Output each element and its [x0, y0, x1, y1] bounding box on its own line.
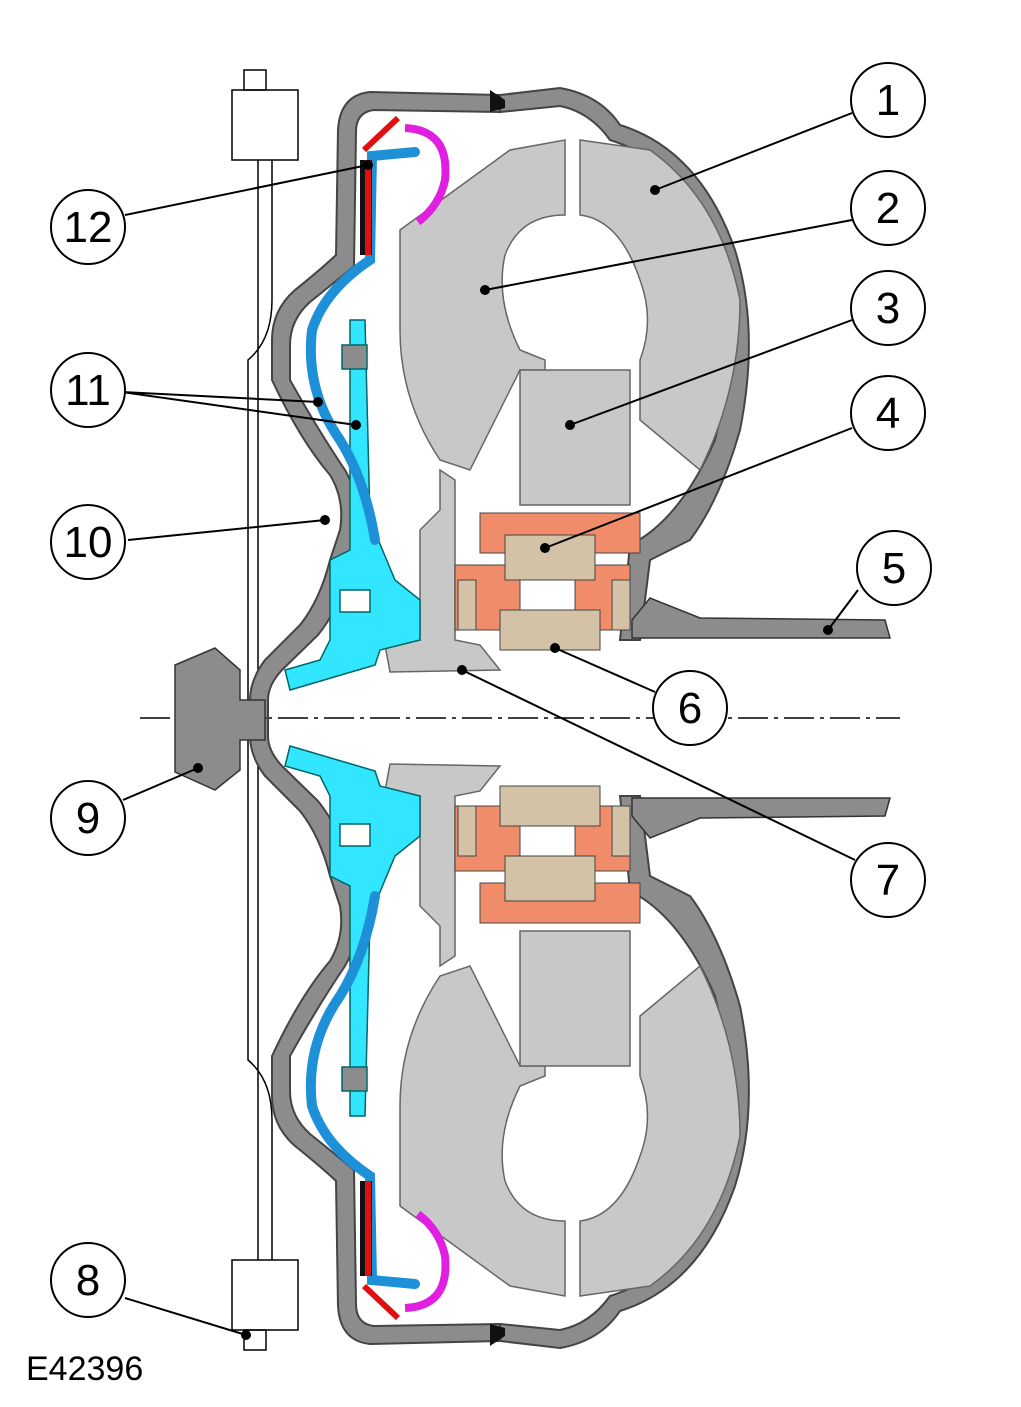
callout-4: 4	[850, 375, 926, 451]
callout-5: 5	[856, 530, 932, 606]
svg-text:3: 3	[876, 284, 900, 333]
callouts: 1 2 3 4 5 6 7 8 9 10 11 12	[50, 62, 932, 1318]
stator-clutch-lower	[454, 785, 641, 924]
clutch-lining	[360, 115, 401, 1321]
callout-12: 12	[50, 189, 126, 265]
svg-text:12: 12	[64, 203, 113, 252]
damper-spring	[404, 124, 450, 1312]
callout-10: 10	[50, 504, 126, 580]
svg-text:5: 5	[882, 544, 906, 593]
svg-text:11: 11	[65, 366, 111, 415]
svg-text:1: 1	[876, 76, 900, 125]
callout-9: 9	[50, 780, 126, 856]
svg-text:9: 9	[76, 794, 100, 843]
callout-8: 8	[50, 1242, 126, 1318]
callout-3: 3	[850, 270, 926, 346]
callout-11: 11	[50, 352, 126, 428]
callout-1: 1	[850, 62, 926, 138]
svg-text:2: 2	[876, 184, 900, 233]
flex-plate	[231, 69, 299, 1351]
turbine-impeller-lower	[399, 930, 741, 1297]
damper-hub	[284, 319, 421, 1117]
svg-text:10: 10	[64, 518, 113, 567]
housing-lower	[249, 717, 750, 1350]
svg-text:6: 6	[678, 684, 702, 733]
stator-clutch-upper	[454, 512, 641, 651]
figure-id: E42396	[26, 1350, 144, 1388]
callout-6: 6	[652, 670, 728, 746]
svg-text:4: 4	[876, 389, 900, 438]
svg-text:8: 8	[76, 1256, 100, 1305]
turbine-impeller-upper	[399, 139, 741, 506]
callout-2: 2	[850, 170, 926, 246]
lockup-piston	[305, 147, 420, 1289]
leader-lines	[121, 112, 859, 1340]
pilot-hub	[174, 647, 266, 791]
svg-text:7: 7	[876, 856, 900, 905]
callout-7: 7	[850, 842, 926, 918]
